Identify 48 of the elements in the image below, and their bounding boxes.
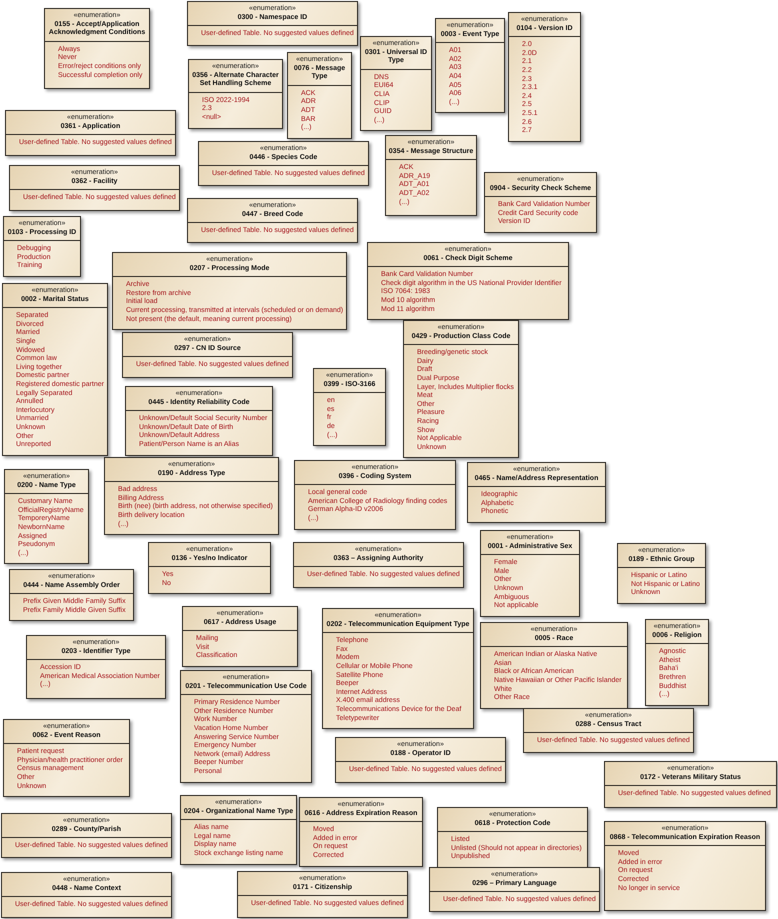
enumeration-box	[403, 320, 519, 458]
enumeration-box	[322, 608, 474, 730]
enumeration-box	[26, 635, 166, 699]
enumeration-box	[508, 12, 581, 142]
enumeration-box	[122, 332, 293, 378]
enumeration-box	[523, 708, 694, 753]
enumeration-box	[467, 462, 606, 523]
enumeration-box	[1, 872, 172, 918]
enumeration-box	[299, 797, 423, 867]
enumeration-box	[293, 542, 464, 588]
enumeration-box	[604, 761, 777, 808]
enumeration-box	[3, 719, 130, 798]
enumeration-box	[3, 216, 81, 277]
enumeration-box	[294, 460, 456, 530]
enumeration-box	[9, 569, 134, 622]
enumeration-box	[1, 813, 172, 858]
enumeration-box	[180, 670, 312, 783]
enumeration-box	[435, 18, 505, 114]
enumeration-box	[148, 542, 271, 594]
enumeration-box	[287, 52, 352, 139]
enumeration-box	[187, 198, 358, 243]
enumeration-box	[104, 457, 279, 536]
enumeration-box	[5, 110, 176, 156]
enumeration-box	[2, 283, 108, 456]
enumeration-box	[367, 242, 569, 320]
enumeration-box	[112, 252, 348, 330]
enumeration-box	[617, 543, 706, 604]
enumeration-box	[187, 1, 358, 46]
enumeration-box	[180, 795, 297, 865]
enumeration-box	[480, 622, 628, 709]
enumeration-box	[437, 807, 588, 868]
enumeration-box	[604, 821, 766, 911]
enumeration-box	[313, 368, 386, 446]
enumeration-box	[188, 59, 283, 129]
enumeration-box	[645, 619, 709, 706]
enumeration-box	[237, 871, 408, 918]
enumeration-box	[125, 386, 273, 456]
enumeration-box	[385, 135, 477, 216]
enumeration-box	[484, 172, 597, 233]
enumeration-box	[44, 8, 150, 89]
enumeration-box	[360, 36, 432, 132]
enumeration-box	[9, 165, 180, 211]
enumeration-box	[480, 530, 580, 617]
enumeration-box	[335, 737, 506, 783]
enumeration-box	[198, 141, 369, 186]
enumeration-box	[182, 606, 298, 667]
enumeration-box	[4, 469, 89, 564]
enumeration-box	[429, 867, 600, 912]
